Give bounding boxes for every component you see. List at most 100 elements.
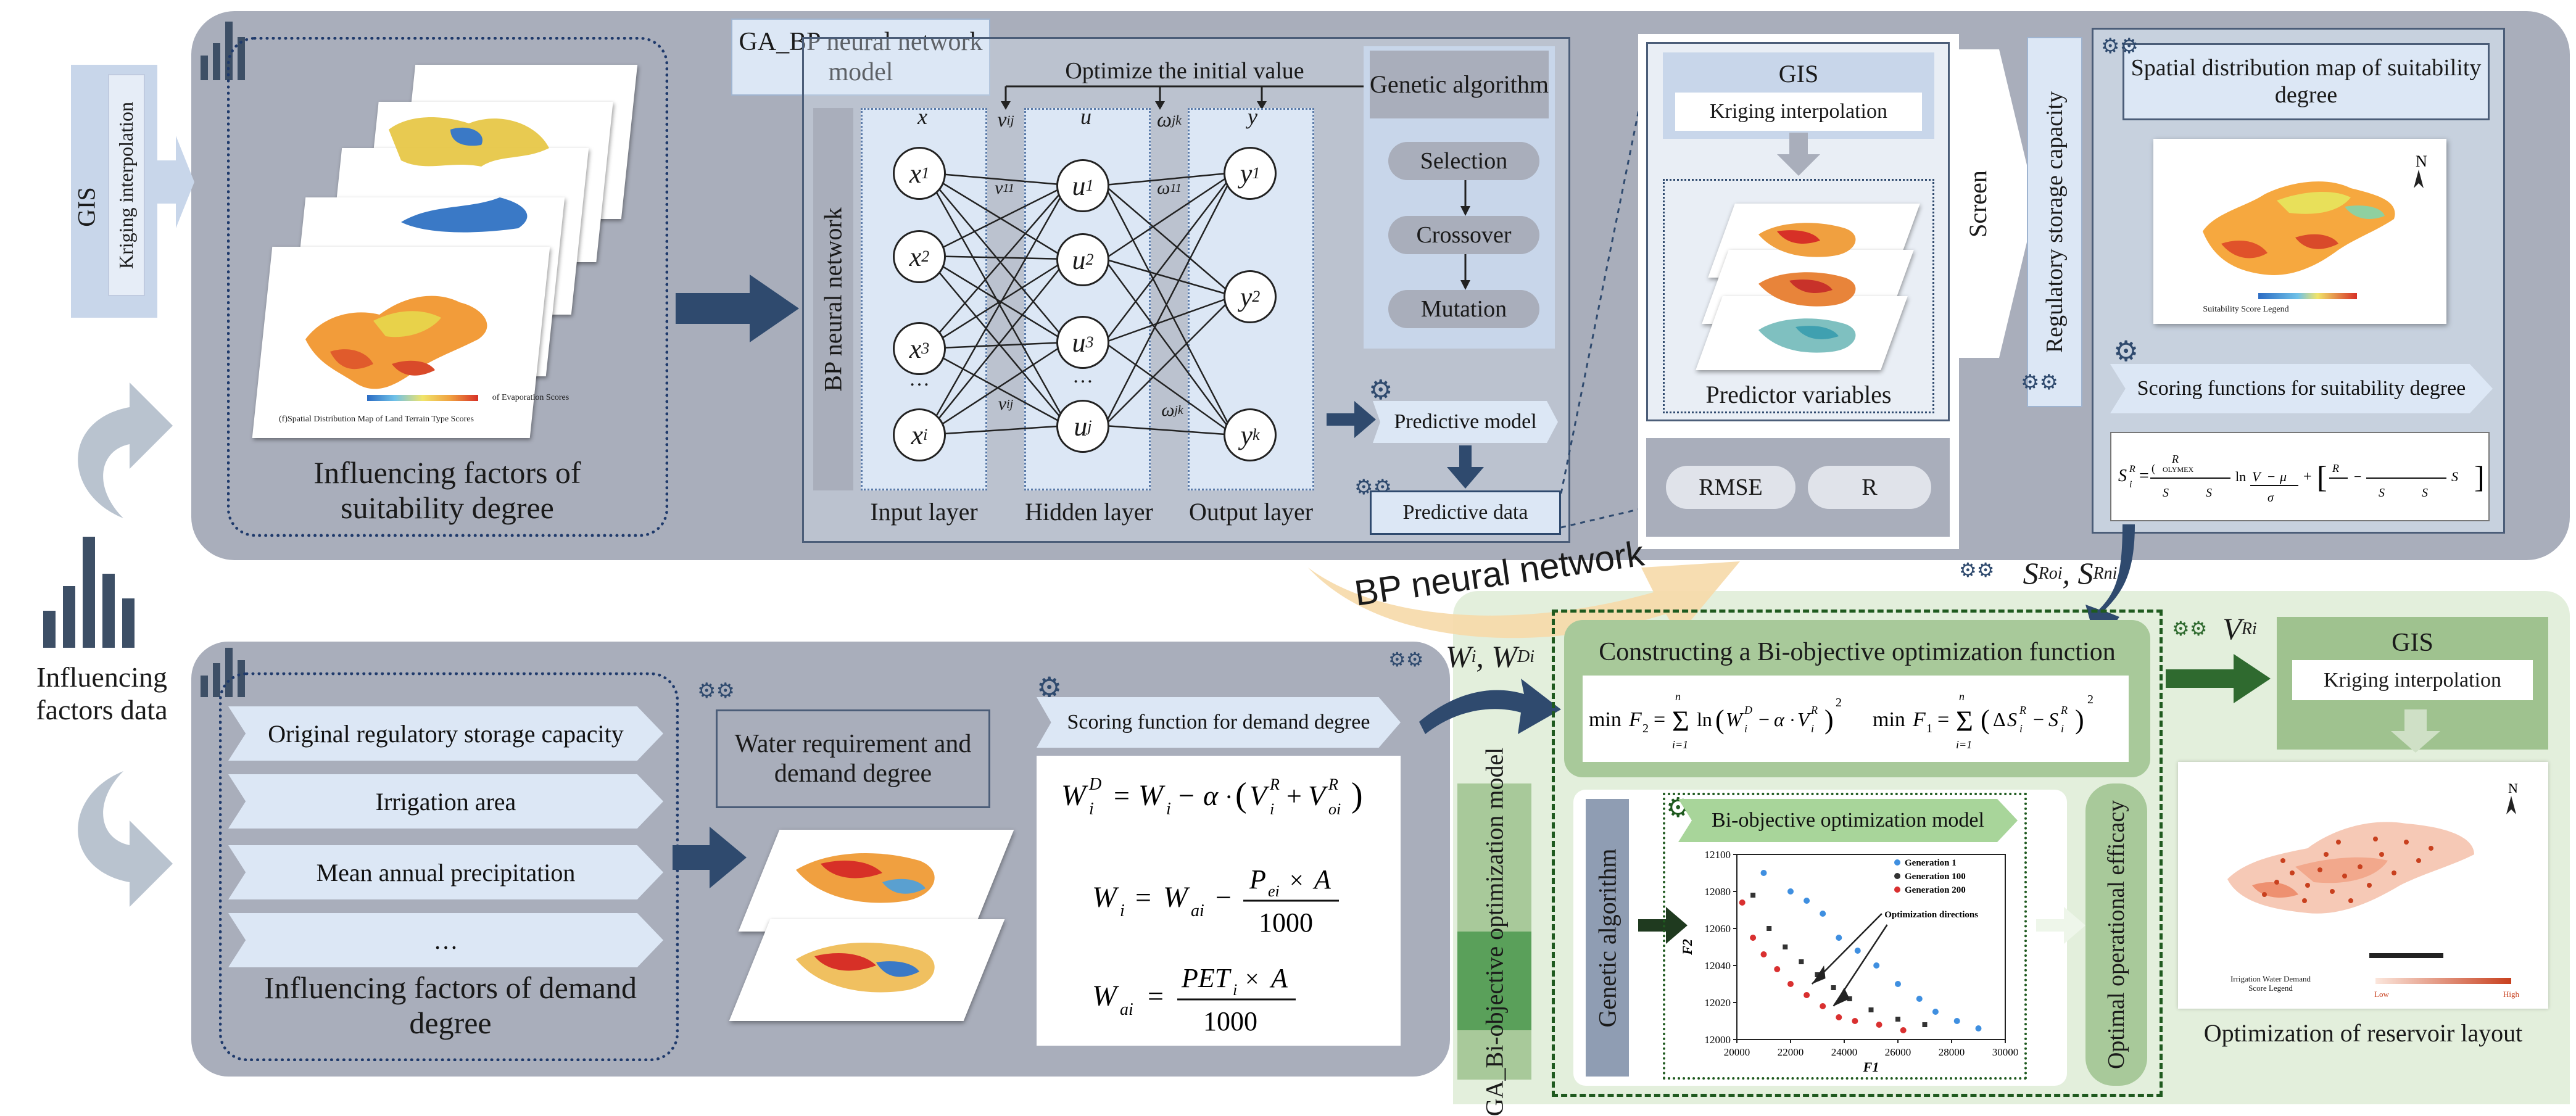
factor-item-0: Original regulatory storage capacity bbox=[228, 706, 663, 761]
svg-text:−: − bbox=[1758, 708, 1770, 730]
direction-arrowhead-1 bbox=[1812, 965, 1826, 984]
genetic-vertical-label: Genetic algorithm bbox=[1593, 848, 1621, 1027]
svg-text:F: F bbox=[1912, 708, 1926, 731]
data-point-generation-200 bbox=[1804, 992, 1810, 998]
gear-icon-scoring-suitability: ⚙ bbox=[2113, 336, 2139, 367]
svg-text:i=1: i=1 bbox=[1672, 738, 1688, 751]
node-x-ellipsis: … bbox=[909, 368, 930, 391]
biobj-dotted-frame bbox=[1663, 793, 2027, 1080]
svg-text:+: + bbox=[1286, 781, 1302, 811]
genetic-vertical-bar bbox=[1586, 799, 1629, 1077]
legend-marker bbox=[1894, 887, 1900, 893]
annotation-optimization-directions: Optimization directions bbox=[1884, 910, 1978, 920]
arrow-to-gis3 bbox=[2166, 654, 2271, 703]
svg-text:1000: 1000 bbox=[1203, 1006, 1257, 1036]
data-point-generation-1 bbox=[1916, 996, 1923, 1002]
gears-icon-wi: ⚙⚙ bbox=[1388, 648, 1424, 671]
y-tick-label: 12040 bbox=[1705, 960, 1731, 972]
arrow-gis2-down bbox=[1777, 133, 1820, 176]
y-tick-label: 12080 bbox=[1705, 886, 1731, 898]
svg-text:S: S bbox=[2118, 466, 2127, 486]
svg-text:=: = bbox=[1937, 708, 1949, 731]
svg-text:2: 2 bbox=[1836, 696, 1842, 709]
svg-text:N: N bbox=[2508, 780, 2518, 796]
spatial-title-box bbox=[2123, 43, 2490, 120]
svg-text:oi: oi bbox=[1328, 800, 1341, 818]
svg-text:[: [ bbox=[2317, 460, 2327, 494]
col-x: x bbox=[917, 104, 927, 130]
map-blob-main bbox=[305, 296, 487, 389]
predictor-blobs bbox=[1758, 223, 1856, 353]
svg-text:−: − bbox=[1178, 780, 1195, 811]
y-axis-label: F2 bbox=[1679, 939, 1695, 956]
genetic-title: Genetic algorithm bbox=[1370, 70, 1549, 98]
data-point-generation-100 bbox=[1766, 926, 1772, 931]
kriging2-label: Kriging interpolation bbox=[1709, 100, 1887, 123]
svg-text:i: i bbox=[2129, 479, 2132, 490]
data-point-generation-1 bbox=[1787, 888, 1794, 895]
rmse-pill: RMSE bbox=[1666, 466, 1795, 509]
arrow-down-to-constructing bbox=[2085, 524, 2135, 648]
svg-text:]: ] bbox=[2474, 460, 2485, 494]
factor-item-1: Irrigation area bbox=[228, 774, 663, 829]
svg-text:i: i bbox=[1811, 722, 1814, 735]
map-blob-top bbox=[389, 117, 549, 233]
legend-label: Suitability Score Legend bbox=[2203, 304, 2289, 314]
data-point-generation-200 bbox=[1876, 1022, 1882, 1028]
spatial-map-title: Spatial distribution map of suitability … bbox=[2131, 54, 2482, 108]
svg-text:W: W bbox=[1163, 881, 1190, 914]
kriging-label: Kriging interpolation bbox=[115, 101, 138, 269]
svg-text:W: W bbox=[1726, 708, 1744, 730]
svg-text:i: i bbox=[2061, 722, 2064, 735]
svg-text:=: = bbox=[1654, 708, 1665, 731]
svg-text:=: = bbox=[1135, 882, 1151, 913]
col-y: y bbox=[1248, 104, 1257, 130]
col-u: u bbox=[1080, 104, 1091, 130]
svg-text:·: · bbox=[1789, 710, 1795, 730]
factor-item-2: Mean annual precipitation bbox=[228, 845, 663, 899]
data-point-generation-1 bbox=[1953, 1018, 1960, 1024]
map-caption-1: (f)Spatial Distribution Map of Land Terr… bbox=[279, 414, 474, 424]
x-tick-label: 20000 bbox=[1724, 1046, 1750, 1058]
data-point-generation-200 bbox=[1836, 1014, 1842, 1020]
svg-text:R: R bbox=[2332, 462, 2339, 474]
x-axis-label: F1 bbox=[1863, 1059, 1879, 1075]
gis3-label: GIS bbox=[2392, 629, 2433, 658]
gears-icon-soi: ⚙⚙ bbox=[1959, 559, 1995, 581]
svg-text:R: R bbox=[2129, 464, 2135, 474]
legend-marker bbox=[1894, 859, 1900, 866]
legend-entry: Generation 200 bbox=[1905, 885, 1966, 895]
data-point-generation-100 bbox=[1799, 959, 1804, 964]
svg-text:Σ: Σ bbox=[1672, 705, 1689, 738]
map-colorbar bbox=[367, 395, 478, 401]
svg-text:S: S bbox=[2379, 486, 2385, 500]
layer-input: Input layer bbox=[870, 498, 978, 526]
svg-text:min: min bbox=[1873, 708, 1905, 731]
x-tick-label: 28000 bbox=[1939, 1046, 1965, 1058]
data-point-generation-200 bbox=[1820, 1003, 1826, 1009]
suitability-formula-box bbox=[2110, 432, 2490, 521]
svg-text:W: W bbox=[1092, 881, 1119, 914]
arrow-efficacy-faint bbox=[2036, 907, 2085, 944]
data-point-generation-1 bbox=[1820, 911, 1826, 917]
influencing-factors-data: Influencing factors data bbox=[36, 661, 168, 725]
svg-text:i: i bbox=[1120, 901, 1125, 920]
svg-text:×: × bbox=[1290, 866, 1304, 894]
x-tick-label: 26000 bbox=[1885, 1046, 1911, 1058]
svg-text:ln: ln bbox=[1697, 708, 1712, 730]
svg-text:OLYMEX: OLYMEX bbox=[2163, 465, 2193, 474]
ga-bp-title: GA_BP neural network model bbox=[739, 28, 983, 86]
selection-pill: Selection bbox=[1388, 142, 1539, 180]
svg-text:ei: ei bbox=[1268, 882, 1280, 900]
data-point-generation-200 bbox=[1852, 1018, 1858, 1024]
svg-text:S: S bbox=[2422, 486, 2428, 500]
